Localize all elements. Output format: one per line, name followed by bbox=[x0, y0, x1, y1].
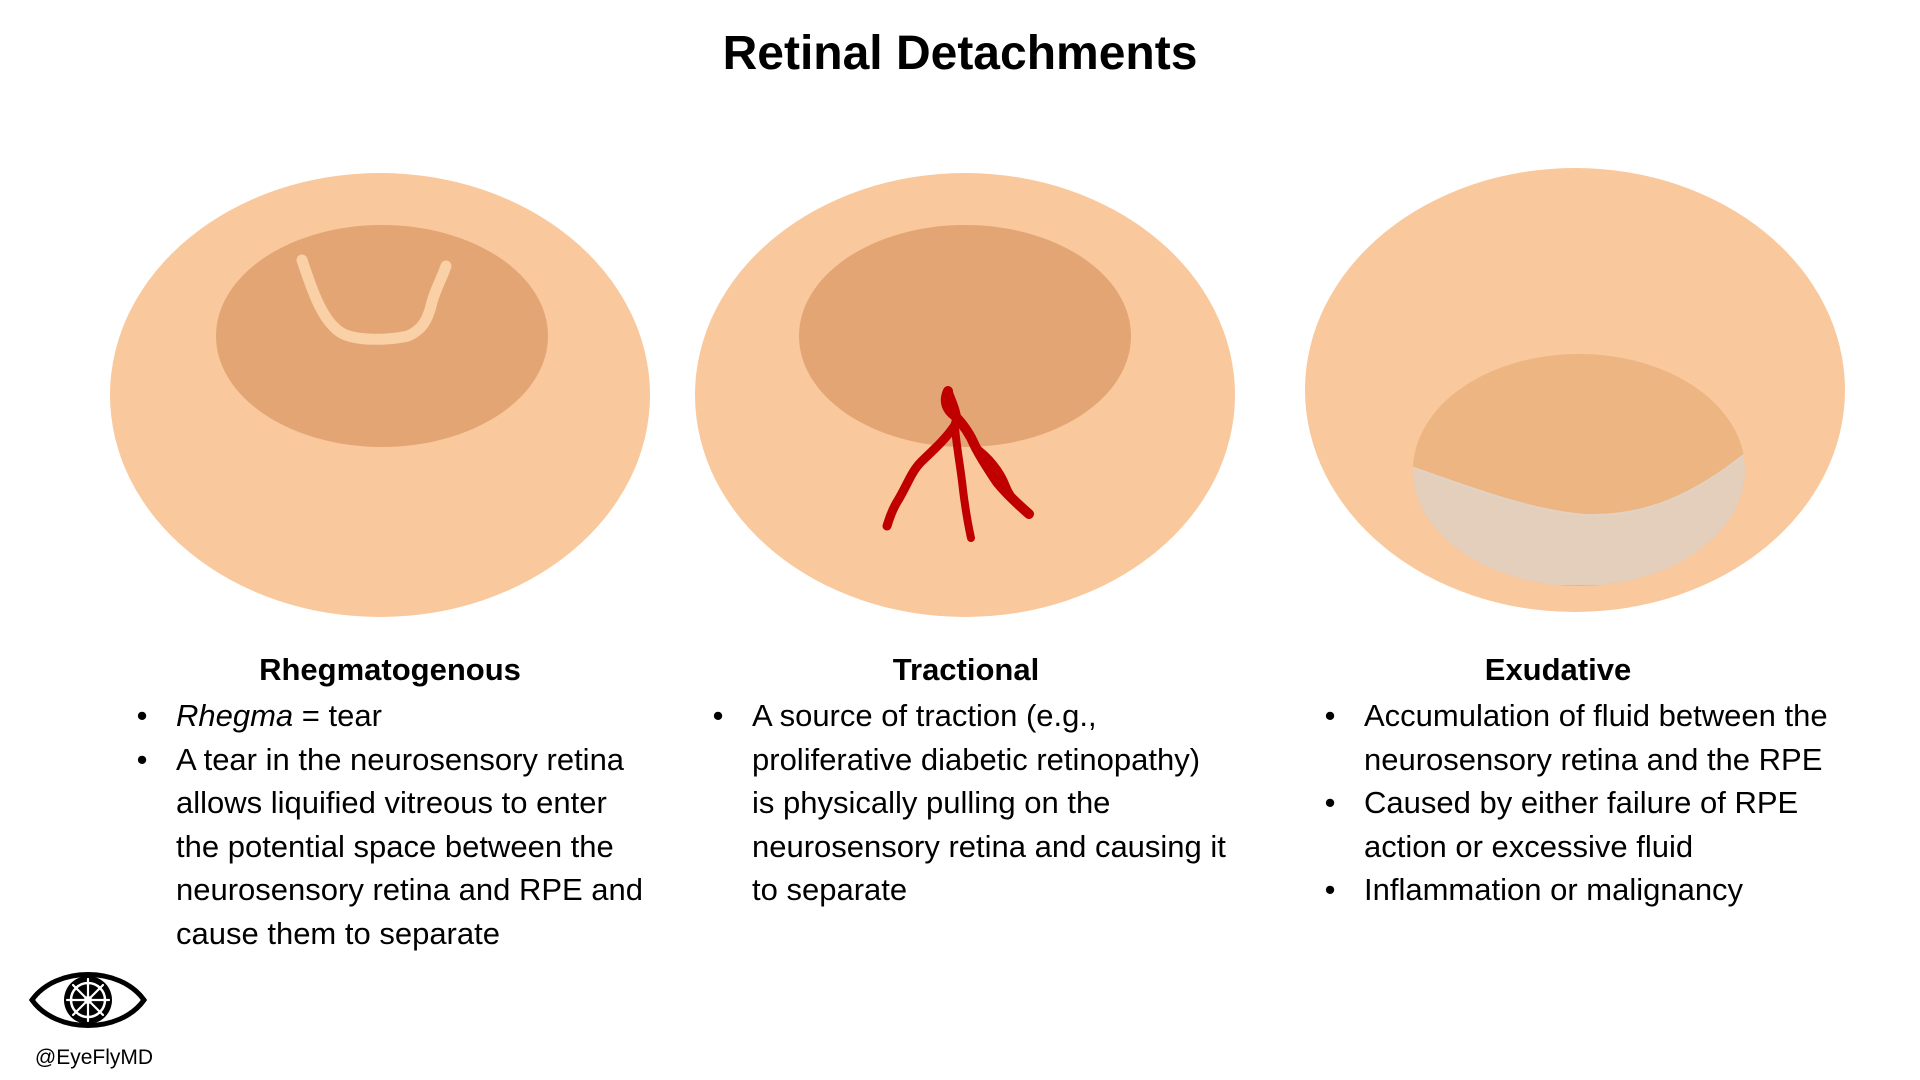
tractional-bullets: A source of traction (e.g., proliferativ… bbox=[706, 694, 1226, 912]
bullet-item: Accumulation of fluid between the neuros… bbox=[1318, 694, 1858, 781]
page-title: Retinal Detachments bbox=[722, 27, 1198, 80]
rhegmatogenous-heading: Rhegmatogenous bbox=[259, 652, 521, 687]
eye-wheel-icon bbox=[28, 972, 148, 1028]
bullet-item: Caused by either failure of RPE action o… bbox=[1318, 781, 1858, 868]
exudative-heading: Exudative bbox=[1484, 652, 1632, 687]
bullet-item: Rhegma = tear bbox=[130, 694, 650, 738]
retinal-tear bbox=[296, 254, 452, 345]
tractional-illustration bbox=[685, 170, 1245, 630]
subretinal-fluid bbox=[1413, 450, 1745, 585]
exudative-column: Exudative Accumulation of fluid between … bbox=[1318, 652, 1858, 912]
rhegmatogenous-column: Rhegmatogenous Rhegma = tear A tear in t… bbox=[130, 652, 650, 955]
rhegmatogenous-bullets: Rhegma = tear A tear in the neurosensory… bbox=[130, 694, 650, 955]
exudative-bullets: Accumulation of fluid between the neuros… bbox=[1318, 694, 1858, 912]
macula bbox=[799, 225, 1131, 447]
bullet-item: A tear in the neurosensory retina allows… bbox=[130, 738, 650, 956]
fibrovascular-traction-vessels bbox=[882, 386, 1034, 542]
logo-handle: @EyeFlyMD bbox=[34, 1046, 154, 1069]
tractional-heading: Tractional bbox=[892, 652, 1040, 687]
tractional-column: Tractional A source of traction (e.g., p… bbox=[706, 652, 1226, 912]
bullet-italic-term: Rhegma bbox=[176, 698, 294, 733]
rhegmatogenous-illustration bbox=[100, 170, 660, 630]
bullet-item: A source of traction (e.g., proliferativ… bbox=[706, 694, 1226, 912]
exudative-illustration bbox=[1295, 165, 1855, 625]
eyeflymd-logo: @EyeFlyMD bbox=[24, 958, 154, 1078]
bullet-item: Inflammation or malignancy bbox=[1318, 868, 1858, 912]
